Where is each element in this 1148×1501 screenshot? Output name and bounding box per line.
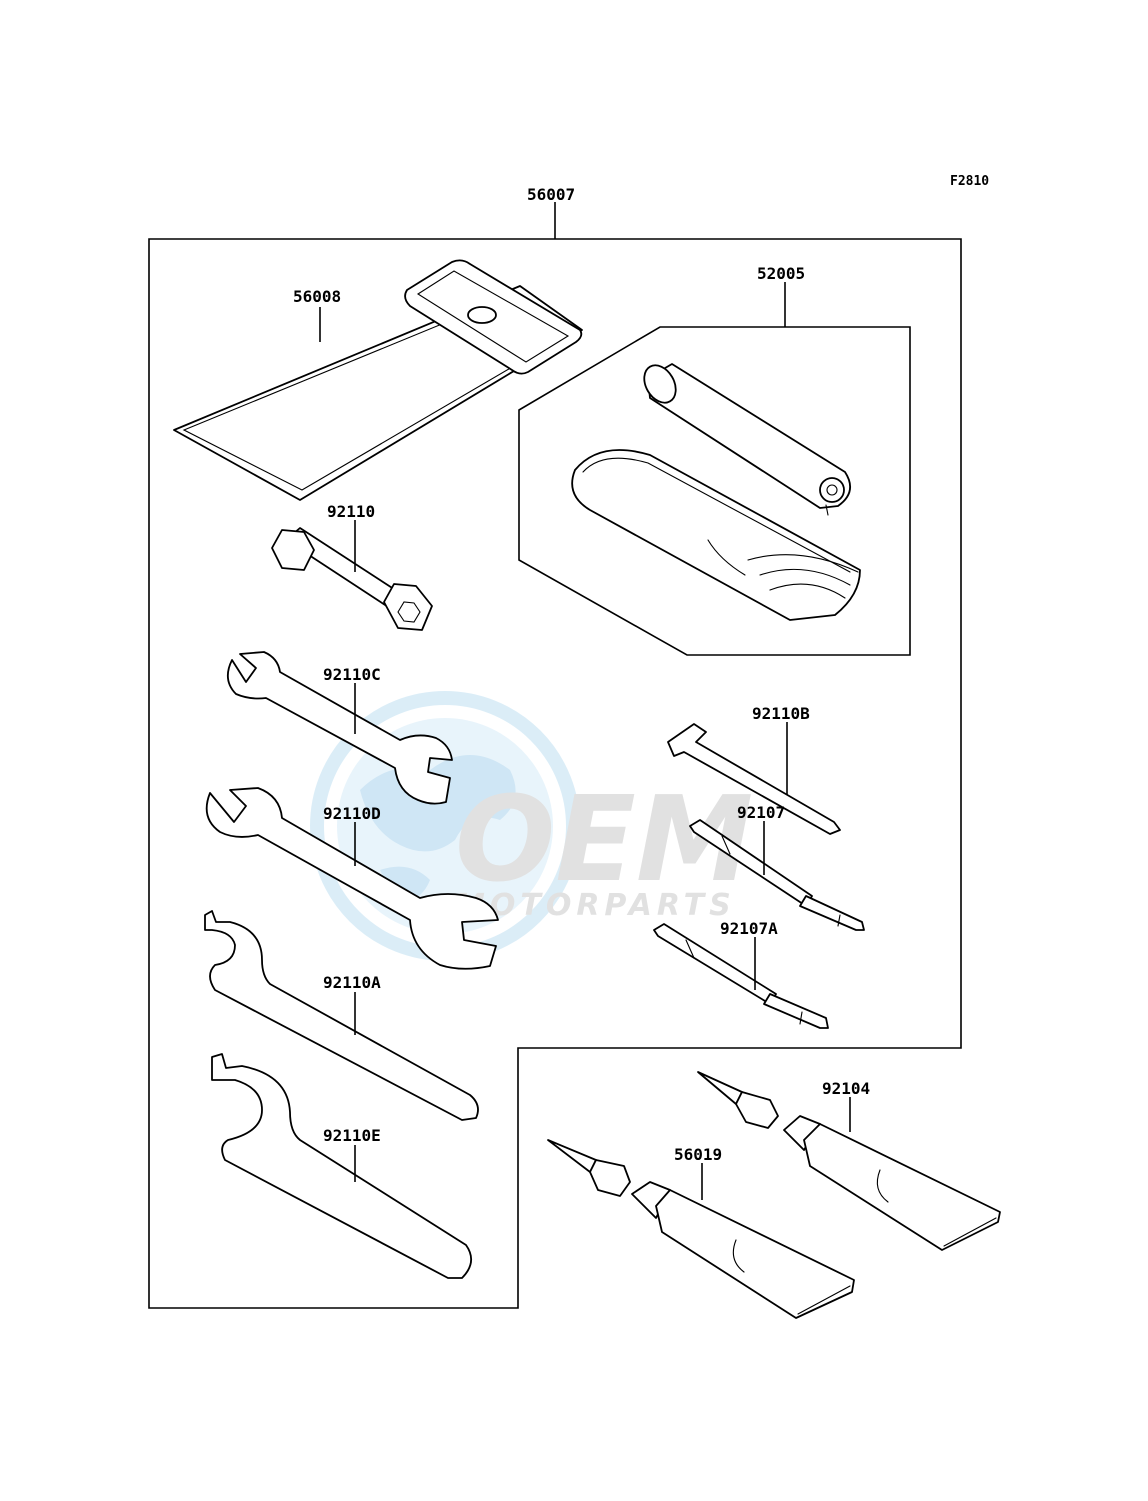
label-92110D: 92110D [323,804,381,823]
screwdriver [689,819,865,931]
hex-key [667,723,841,835]
grease-pouch [571,449,861,621]
tool-bag [173,259,583,501]
plug-wrench [271,527,433,631]
tool-kit-outline [148,202,962,1309]
label-92110E: 92110E [323,1126,381,1145]
label-92110: 92110 [327,502,375,521]
screwdriver-a [653,923,829,1029]
label-92110A: 92110A [323,973,381,992]
label-92110C: 92110C [323,665,381,684]
wrench-e [211,1053,472,1279]
grease-tube [697,1071,1001,1251]
grease-kit-frame [518,282,911,656]
label-56008: 56008 [293,287,341,306]
label-52005: 52005 [757,264,805,283]
sealant-tube [547,1139,855,1319]
figure-code: F2810 [950,174,989,189]
wrench-c [226,651,453,805]
label-92110B: 92110B [752,704,810,723]
label-92104: 92104 [822,1079,870,1098]
label-92107: 92107 [737,803,785,822]
grease-gun [643,363,852,516]
watermark-text: MOTORPARTS [455,888,736,923]
label-56007: 56007 [527,185,575,204]
label-56019: 56019 [674,1145,722,1164]
label-92107A: 92107A [720,919,778,938]
wrench-d [205,787,499,970]
wrench-a [204,910,479,1121]
